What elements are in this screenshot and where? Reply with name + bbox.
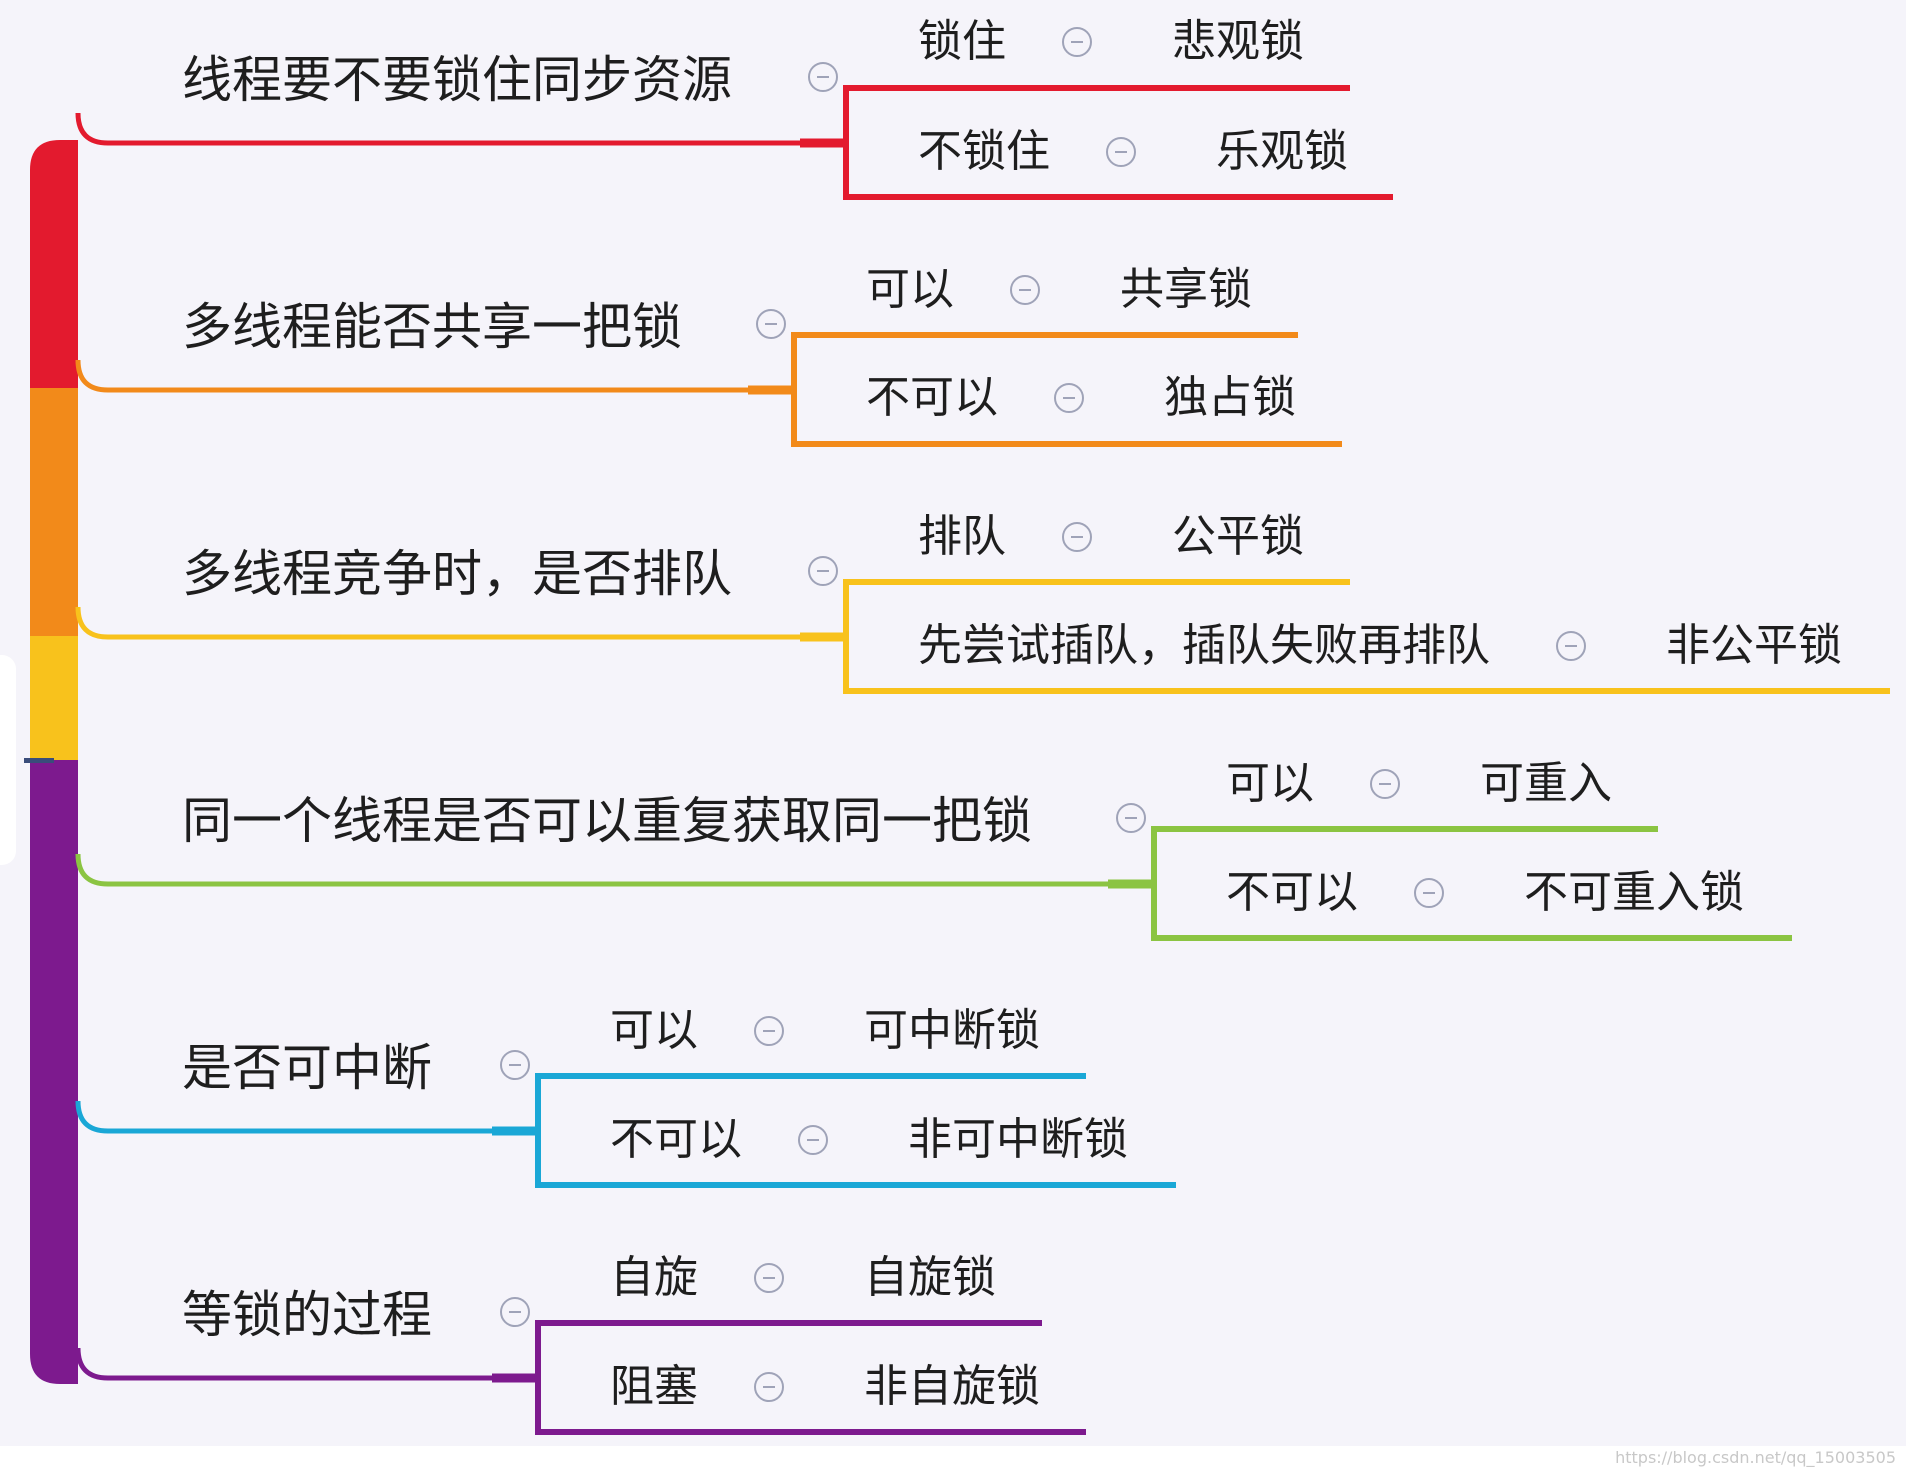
collapse-toggle-icon[interactable]	[1370, 769, 1400, 799]
q1-answer-0-choice: 可以	[866, 264, 954, 315]
side-panel-tab[interactable]	[0, 655, 16, 865]
q3-answer-0-lock: 可重入	[1480, 758, 1612, 809]
q1-answer-1-lock: 独占锁	[1164, 372, 1296, 423]
collapse-toggle-icon[interactable]	[1414, 878, 1444, 908]
collapse-toggle-icon[interactable]	[1054, 383, 1084, 413]
q3-answer-1-choice: 不可以	[1226, 867, 1358, 918]
collapse-toggle-icon[interactable]	[500, 1050, 530, 1080]
q5-answer-1-choice: 阻塞	[610, 1361, 698, 1412]
q4-answer-0-choice: 可以	[610, 1005, 698, 1056]
collapse-toggle-icon[interactable]	[756, 309, 786, 339]
watermark: https://blog.csdn.net/qq_15003505	[1615, 1448, 1896, 1467]
question-4-line	[75, 1100, 492, 1134]
q0-answer-1-lock: 乐观锁	[1216, 126, 1348, 177]
trunk-segment-0	[30, 140, 78, 390]
collapse-toggle-icon[interactable]	[1062, 522, 1092, 552]
trunk-segment-3	[30, 760, 78, 1384]
collapse-toggle-icon[interactable]	[1010, 275, 1040, 305]
question-3-line	[75, 853, 1108, 887]
q4-answer-1-choice: 不可以	[610, 1114, 742, 1165]
question-3-label: 同一个线程是否可以重复获取同一把锁	[182, 792, 1032, 850]
q3-answer-0-choice: 可以	[1226, 758, 1314, 809]
question-1-label: 多线程能否共享一把锁	[182, 298, 682, 356]
question-5-line	[75, 1347, 492, 1381]
q5-answer-0-lock: 自旋锁	[864, 1252, 996, 1303]
q3-answer-1-lock: 不可重入锁	[1524, 867, 1744, 918]
q0-answer-0-lock: 悲观锁	[1172, 16, 1304, 67]
collapse-toggle-icon[interactable]	[808, 62, 838, 92]
q5-answer-0-choice: 自旋	[610, 1252, 698, 1303]
q5-answer-1-lock: 非自旋锁	[864, 1361, 1040, 1412]
q2-answer-1-lock: 非公平锁	[1666, 620, 1842, 671]
collapse-toggle-icon[interactable]	[1106, 137, 1136, 167]
collapse-toggle-icon[interactable]	[1116, 803, 1146, 833]
collapse-toggle-icon[interactable]	[754, 1263, 784, 1293]
q2-answer-0-choice: 排队	[918, 511, 1006, 562]
question-2-line	[75, 606, 800, 640]
collapse-toggle-icon[interactable]	[754, 1372, 784, 1402]
q0-answer-1-choice: 不锁住	[918, 126, 1050, 177]
q4-answer-1-lock: 非可中断锁	[908, 1114, 1128, 1165]
trunk-segment-1	[30, 388, 78, 640]
q2-answer-1-choice: 先尝试插队，插队失败再排队	[918, 620, 1490, 671]
question-2-label: 多线程竞争时，是否排队	[182, 545, 732, 603]
trunk-segment-2	[30, 636, 78, 765]
q1-answer-0-lock: 共享锁	[1120, 264, 1252, 315]
collapse-toggle-icon[interactable]	[754, 1016, 784, 1046]
q0-answer-0-choice: 锁住	[918, 16, 1006, 67]
collapse-toggle-icon[interactable]	[798, 1125, 828, 1155]
footer-strip	[0, 1446, 1906, 1473]
collapse-toggle-icon[interactable]	[1556, 631, 1586, 661]
question-4-label: 是否可中断	[182, 1039, 432, 1097]
q1-answer-1-choice: 不可以	[866, 372, 998, 423]
q4-answer-0-lock: 可中断锁	[864, 1005, 1040, 1056]
q2-answer-0-lock: 公平锁	[1172, 511, 1304, 562]
collapse-toggle-icon[interactable]	[500, 1297, 530, 1327]
question-5-label: 等锁的过程	[182, 1286, 432, 1344]
question-1-line	[75, 359, 748, 393]
collapse-toggle-icon[interactable]	[1062, 27, 1092, 57]
collapse-toggle-icon[interactable]	[808, 556, 838, 586]
question-0-label: 线程要不要锁住同步资源	[182, 51, 732, 109]
trunk-joint	[24, 758, 54, 763]
question-0-line	[75, 112, 800, 146]
